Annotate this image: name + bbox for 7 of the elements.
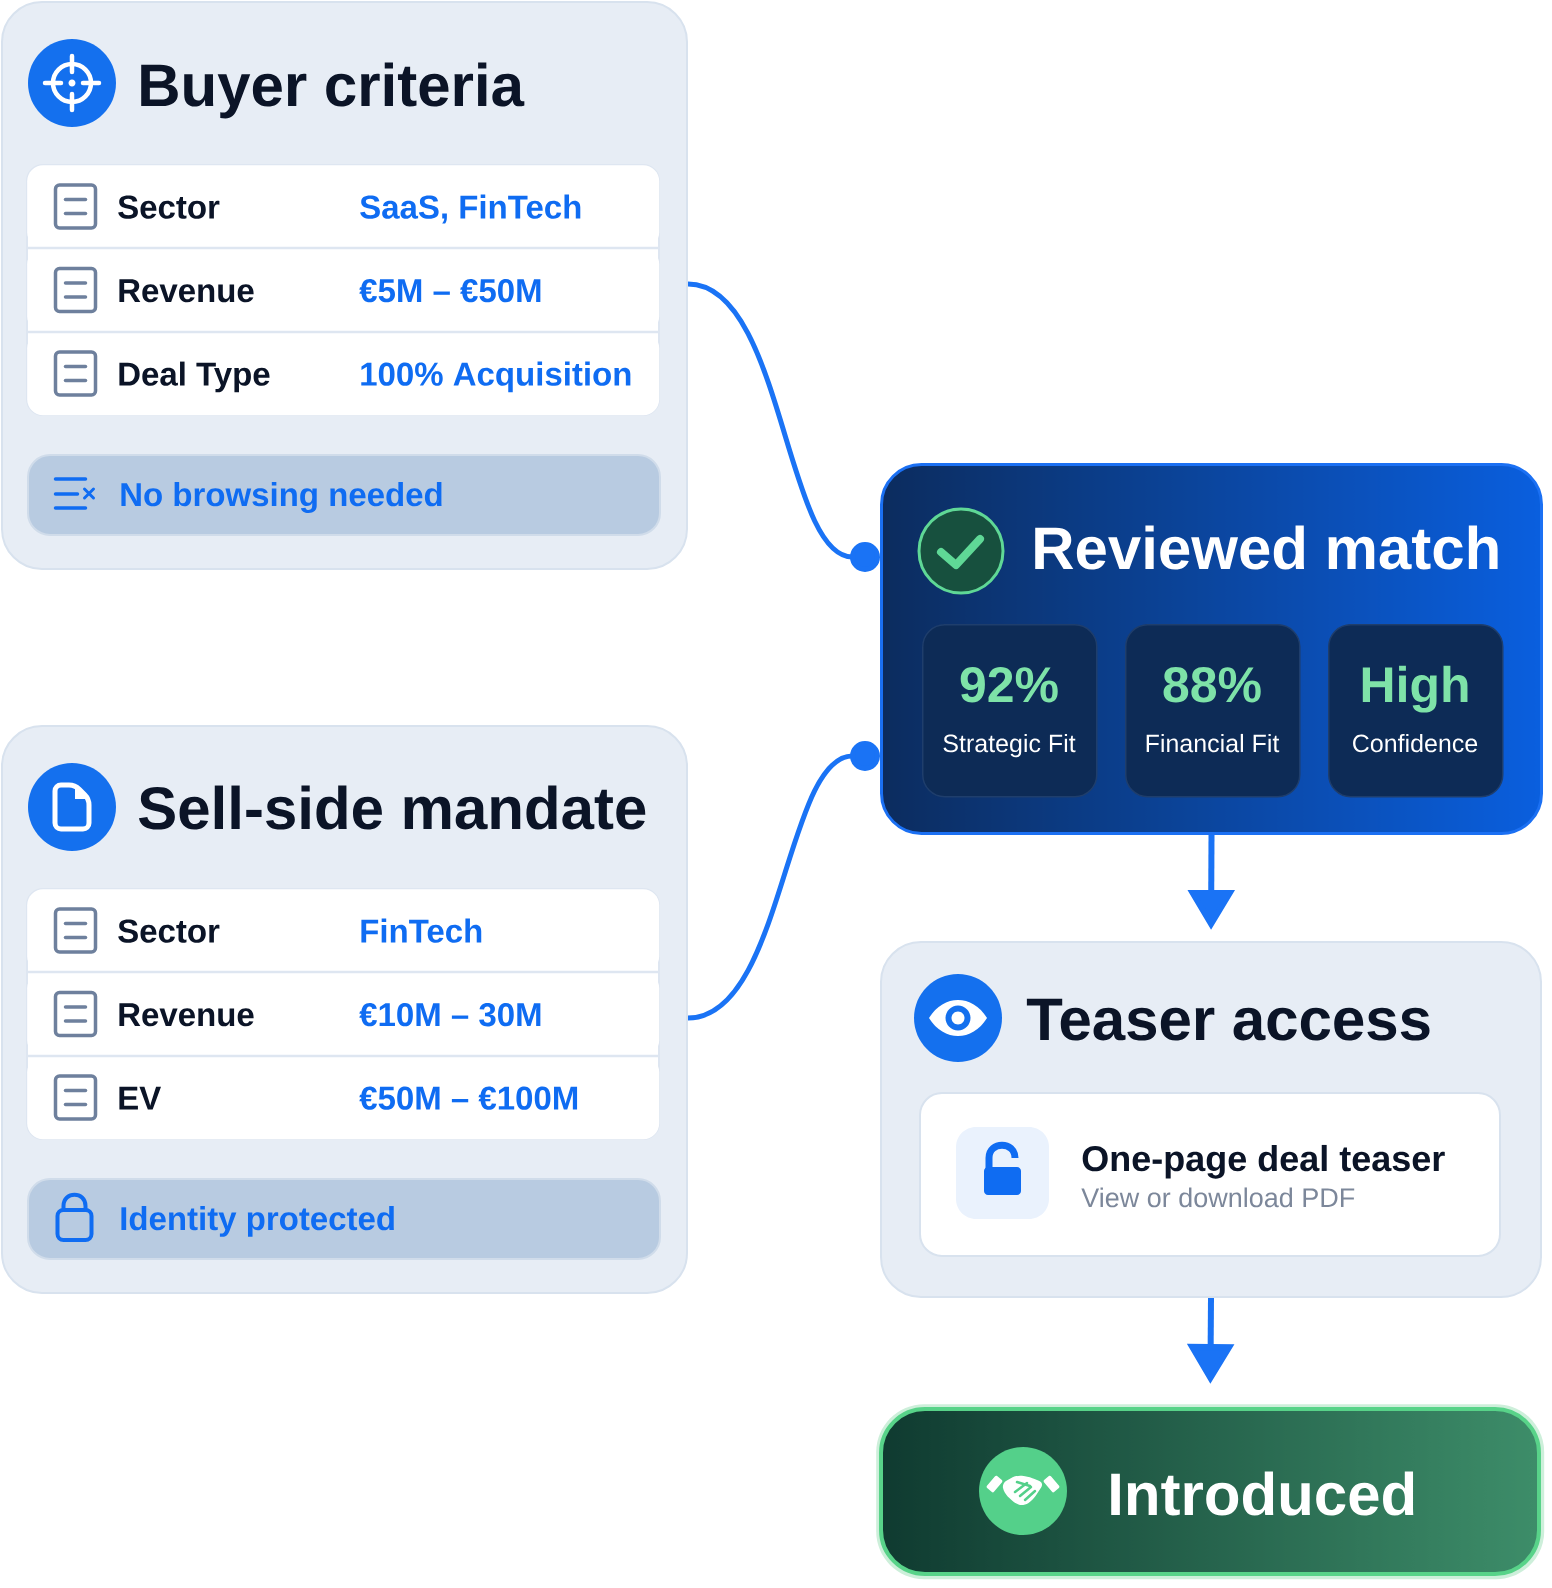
score-tile: 88% Financial Fit (1125, 624, 1301, 798)
file-card: One-page deal teaser View or download PDF (919, 1092, 1501, 1257)
connector-line (687, 741, 880, 1021)
score-tile: High Confidence (1328, 624, 1504, 798)
connector-line (687, 281, 880, 572)
step-box: Introduced (876, 1404, 1545, 1580)
score-tile: 92% Strategic Fit (922, 624, 1098, 798)
